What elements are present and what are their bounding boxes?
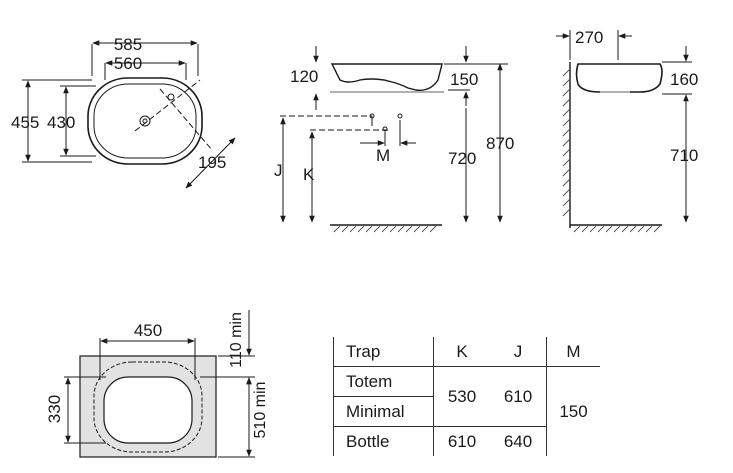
trap-name: Minimal — [333, 396, 434, 427]
dim-label-585: 585 — [114, 35, 142, 54]
dim-label-150-basin: 150 — [450, 70, 478, 89]
dim-label-m: M — [376, 146, 390, 165]
drain-icon — [139, 115, 151, 127]
dim-label-120: 120 — [290, 67, 318, 86]
side-basin-profile — [575, 63, 663, 93]
trap-j-value: 610 — [490, 366, 547, 427]
dim-label-510-min: 510 min — [252, 382, 269, 439]
header-m: M — [546, 337, 600, 367]
trap-j-value: 640 — [490, 426, 547, 456]
dim-label-330: 330 — [45, 395, 64, 423]
table-row: Minimal — [333, 396, 601, 427]
header-trap: Trap — [333, 337, 434, 367]
dim-label-160: 160 — [670, 70, 698, 89]
table-row: Totem 530 610 150 — [333, 366, 601, 427]
top-view — [22, 40, 236, 189]
side-floor-hatch — [573, 224, 662, 233]
dim-label-110-min: 110 min — [228, 312, 245, 368]
cutout-hole — [103, 376, 193, 444]
trap-table: Trap K J M Totem 530 610 150 Minimal Bot… — [333, 337, 600, 456]
wall-hatch — [562, 68, 571, 217]
dim-label-430: 430 — [47, 113, 75, 132]
table-row: Bottle 610 640 — [333, 426, 601, 456]
trap-name: Bottle — [333, 426, 434, 456]
dim-label-k: K — [303, 165, 315, 184]
dim-label-870: 870 — [486, 134, 514, 153]
basin-outer-outline — [87, 77, 203, 165]
dim-label-195: 195 — [198, 153, 226, 172]
basin-profile — [330, 63, 443, 91]
side-view — [556, 30, 692, 233]
dim-label-j: J — [274, 161, 283, 180]
header-k: K — [433, 337, 490, 367]
trap-table-header: Trap K J M — [333, 337, 600, 367]
dim-label-560: 560 — [114, 54, 142, 73]
dim-line-195 — [185, 137, 236, 189]
tap-hole-icon — [167, 93, 175, 101]
dim-label-710: 710 — [670, 146, 698, 165]
trap-k-value: 530 — [433, 366, 490, 427]
tap-centerline — [134, 79, 201, 132]
trap-name: Totem — [333, 366, 434, 397]
dim-label-455: 455 — [11, 113, 39, 132]
trap-point-icon — [369, 113, 375, 119]
basin-inner-outline — [93, 83, 197, 159]
dim-label-720: 720 — [448, 149, 476, 168]
trap-m-value: 150 — [559, 401, 588, 421]
dim-label-270: 270 — [575, 28, 603, 47]
cutout-view — [64, 310, 255, 458]
trap-point-icon — [397, 113, 403, 119]
trap-point-icon — [382, 126, 388, 132]
trap-k-value: 610 — [447, 431, 477, 451]
front-section — [280, 46, 508, 233]
basin-footprint-dashed — [93, 361, 203, 453]
tap-axis — [159, 88, 213, 151]
header-j: J — [490, 337, 547, 367]
floor-hatch — [333, 224, 438, 233]
dim-label-450: 450 — [134, 321, 162, 340]
